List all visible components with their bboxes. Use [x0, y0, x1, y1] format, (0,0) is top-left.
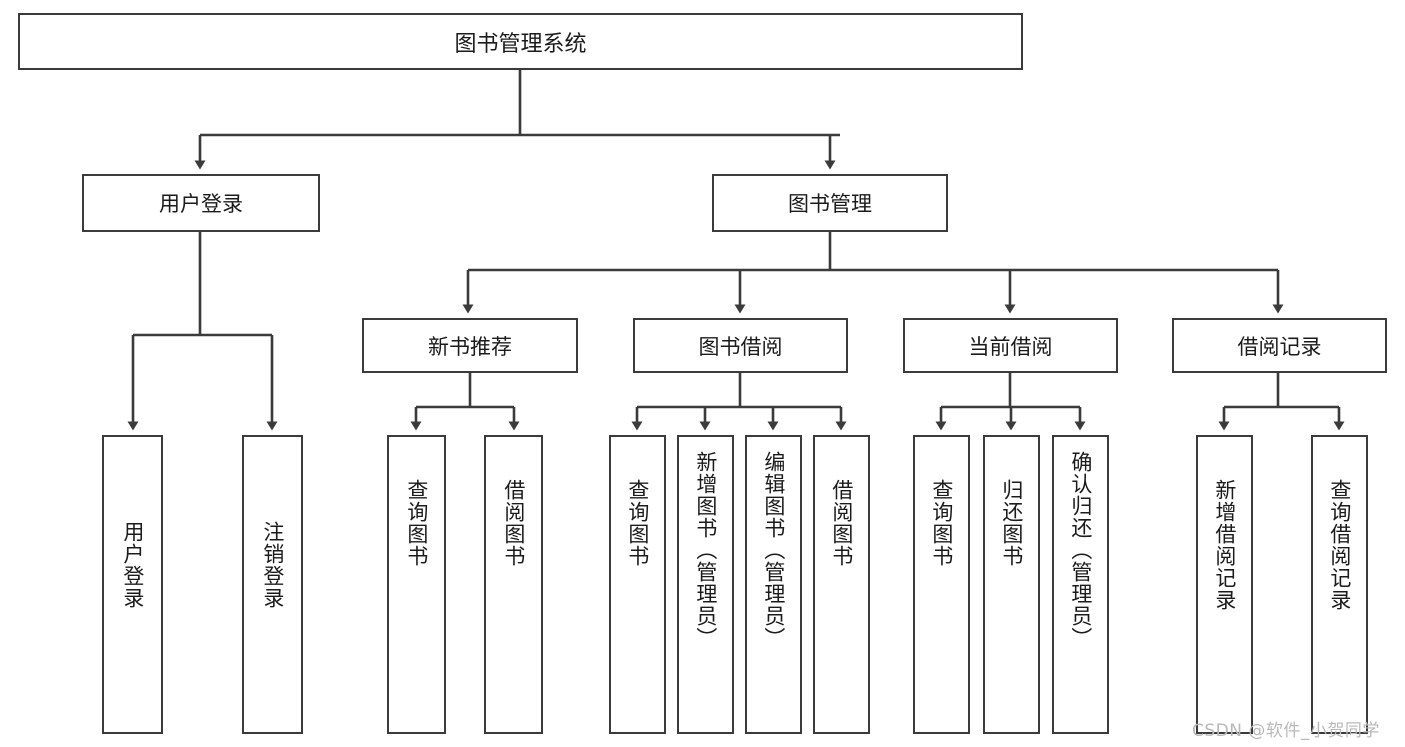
node-new-book-recommendation[interactable]: 新书推荐: [362, 318, 578, 373]
leaf-label: 确认归还（管理员）: [1068, 451, 1093, 649]
leaf-query-books-current[interactable]: 查询图书: [913, 435, 970, 734]
leaf-label: 借阅图书: [501, 479, 526, 567]
leaf-add-borrow-record[interactable]: 新增借阅记录: [1196, 435, 1253, 734]
leaf-label: 编辑图书（管理员）: [761, 451, 786, 649]
leaf-label: 归还图书: [999, 479, 1024, 567]
leaf-label: 注销登录: [260, 521, 285, 609]
node-label: 图书管理: [788, 192, 872, 216]
leaf-query-books-recommend[interactable]: 查询图书: [387, 435, 446, 734]
leaf-confirm-return-admin[interactable]: 确认归还（管理员）: [1052, 435, 1109, 734]
leaf-label: 用户登录: [120, 521, 145, 609]
leaf-label: 查询图书: [404, 479, 429, 567]
leaf-label: 新增借阅记录: [1212, 479, 1237, 611]
node-user-login[interactable]: 用户登录: [82, 174, 320, 232]
node-label: 借阅记录: [1237, 334, 1322, 359]
node-current-borrow[interactable]: 当前借阅: [903, 318, 1118, 373]
leaf-edit-book-admin[interactable]: 编辑图书（管理员）: [745, 435, 802, 734]
leaf-label: 查询图书: [929, 479, 954, 567]
node-label: 图书借阅: [698, 334, 783, 359]
leaf-label: 新增图书（管理员）: [693, 451, 718, 649]
leaf-label: 查询图书: [625, 479, 650, 567]
leaf-query-books-borrow[interactable]: 查询图书: [609, 435, 666, 734]
node-label: 图书管理系统: [454, 31, 587, 57]
csdn-watermark: CSDN @软件_小贺同学: [1192, 721, 1380, 741]
leaf-label: 查询借阅记录: [1327, 479, 1352, 611]
node-book-management[interactable]: 图书管理: [712, 174, 948, 232]
node-label: 用户登录: [159, 192, 243, 216]
leaf-logout[interactable]: 注销登录: [242, 435, 303, 734]
node-label: 当前借阅: [968, 334, 1053, 359]
leaf-user-login[interactable]: 用户登录: [102, 435, 163, 734]
leaf-add-book-admin[interactable]: 新增图书（管理员）: [677, 435, 734, 734]
node-label: 新书推荐: [428, 334, 512, 359]
node-borrow-records[interactable]: 借阅记录: [1172, 318, 1387, 373]
node-root-book-management-system[interactable]: 图书管理系统: [18, 13, 1023, 70]
node-book-borrow[interactable]: 图书借阅: [633, 318, 848, 373]
leaf-return-books[interactable]: 归还图书: [983, 435, 1040, 734]
leaf-borrow-books-recommend[interactable]: 借阅图书: [484, 435, 543, 734]
leaf-borrow-books[interactable]: 借阅图书: [813, 435, 870, 734]
leaf-label: 借阅图书: [829, 479, 854, 567]
leaf-query-borrow-record[interactable]: 查询借阅记录: [1311, 435, 1368, 734]
